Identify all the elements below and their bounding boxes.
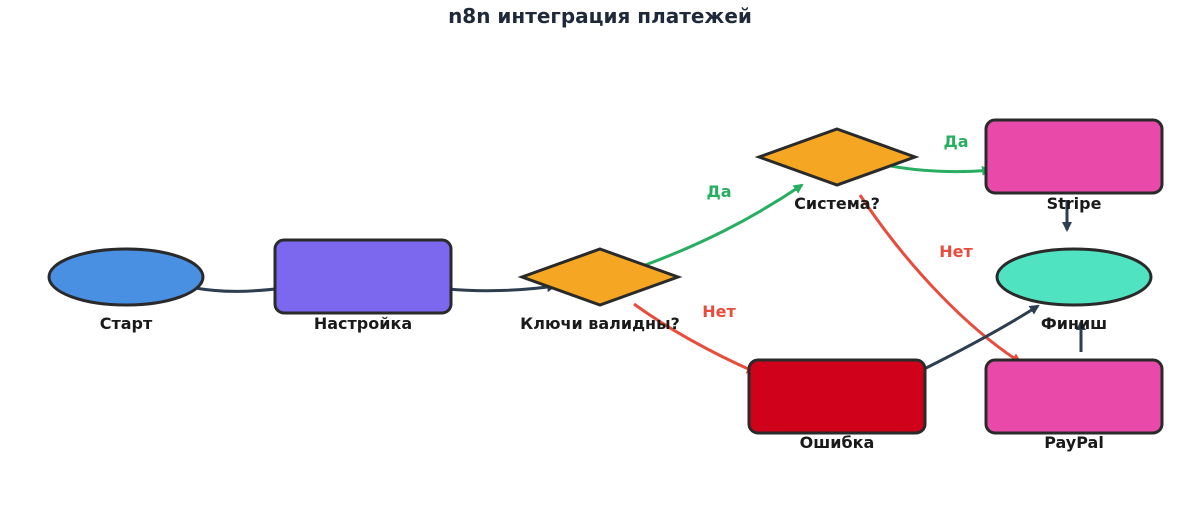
edge-label-keys-yes: Да	[706, 182, 731, 201]
node-label-start: Старт	[100, 314, 153, 333]
edge-setup-keys	[447, 282, 557, 293]
node-paypal[interactable]	[984, 358, 1164, 435]
node-stripe[interactable]	[984, 118, 1164, 195]
node-label-keys-valid: Ключи валидны?	[520, 314, 680, 333]
edge-keys-error-no	[633, 302, 757, 374]
node-label-error: Ошибка	[800, 433, 875, 452]
node-label-stripe: Stripe	[1047, 194, 1102, 213]
edge-label-system-no: Нет	[939, 242, 973, 261]
node-finish[interactable]	[995, 247, 1153, 307]
node-label-system: Система?	[794, 194, 880, 213]
node-error[interactable]	[747, 358, 927, 435]
node-label-paypal: PayPal	[1044, 433, 1104, 452]
edge-label-keys-no: Нет	[702, 302, 736, 321]
edge-system-stripe-yes	[884, 163, 992, 176]
node-start[interactable]	[47, 247, 205, 307]
node-label-finish: Финиш	[1041, 314, 1107, 333]
edge-error-finish	[925, 304, 1040, 370]
node-system[interactable]	[754, 127, 920, 187]
node-label-setup: Настройка	[314, 314, 412, 333]
node-setup[interactable]	[273, 238, 453, 315]
diagram-title: n8n интеграция платежей	[448, 4, 752, 28]
edge-start-setup	[194, 283, 287, 294]
edge-label-system-yes: Да	[943, 132, 968, 151]
edge-keys-system-yes	[639, 183, 804, 269]
edge-system-paypal-no	[858, 194, 1022, 364]
node-keys-valid[interactable]	[517, 247, 683, 307]
